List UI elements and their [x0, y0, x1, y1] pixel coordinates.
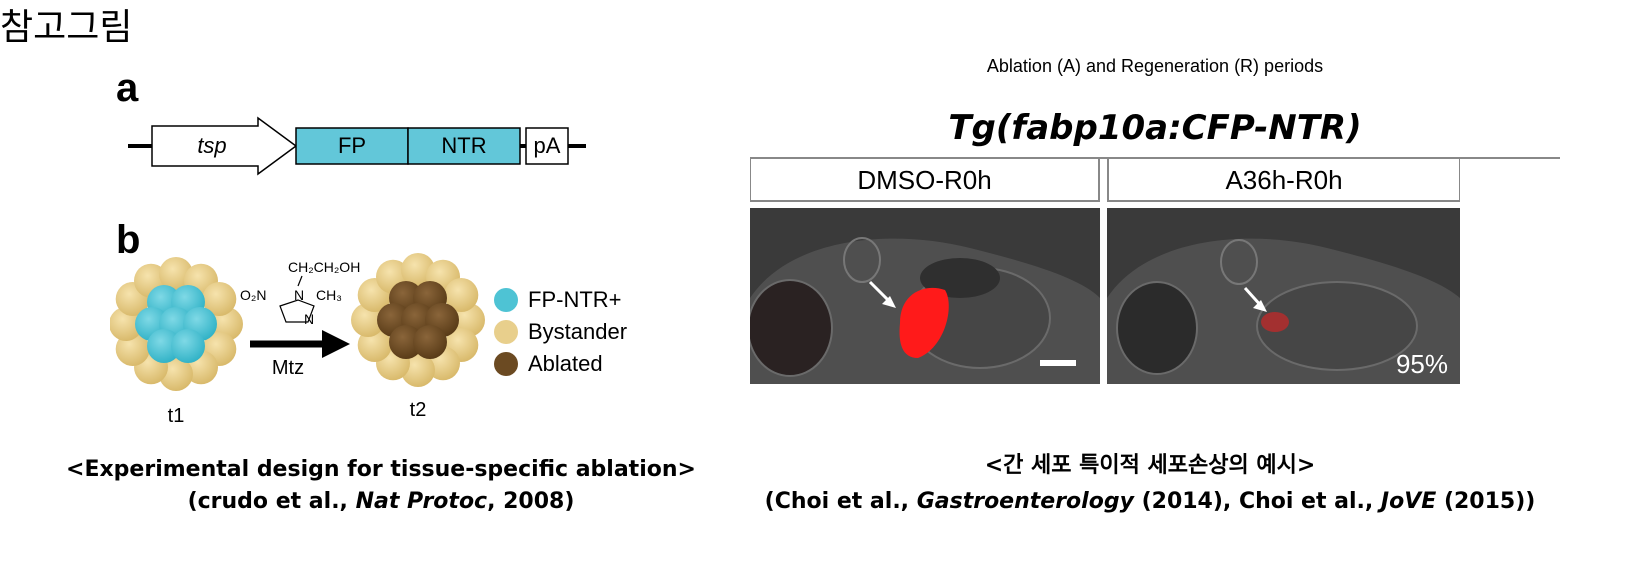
chem-top: CH₂CH₂OH [288, 259, 360, 275]
transgene-title: Tg(fabp10a:CFP-NTR) [948, 108, 1362, 148]
cell-fp-ntr [147, 329, 181, 363]
right-caption-journal1: Gastroenterology [916, 489, 1134, 514]
left-caption-line2: (crudo et al., Nat Protoc, 2008) [0, 486, 762, 518]
pa-label: pA [534, 133, 561, 158]
cell-fp-ntr [171, 329, 205, 363]
col-header-a36h: A36h-R0h [1107, 158, 1460, 202]
left-caption-journal: Nat Protoc [355, 489, 488, 514]
left-caption-line1: <Experimental design for tissue-specific… [66, 457, 696, 482]
promoter-label: tsp [197, 133, 226, 158]
ablation-schematic: CH₂CH₂OH N O₂N CH₃ N Mtz t1 t2 [110, 253, 485, 427]
liver-signal-a36h [1261, 312, 1289, 332]
mtz-arrow-head [322, 330, 350, 358]
chem-bond [297, 275, 303, 287]
right-caption-line1: <간 세포 특이적 세포손상의 예시> [984, 453, 1316, 478]
legend-label-bystander: Bystander [528, 319, 628, 344]
right-caption-journal2: JoVE [1380, 489, 1437, 514]
t1-label: t1 [168, 405, 185, 427]
pa-box [525, 127, 569, 165]
legend-label-fp-ntr: FP-NTR+ [528, 287, 622, 312]
header-rule [750, 157, 1560, 159]
col-header-dmso: DMSO-R0h [750, 158, 1100, 202]
micrograph-dmso [750, 208, 1100, 384]
cluster-t2 [351, 253, 485, 387]
page-title: 참고그림 [0, 7, 133, 48]
left-caption-pre: (crudo et al., [187, 489, 356, 514]
right-caption-line2: (Choi et al., Gastroenterology (2014), C… [740, 486, 1560, 518]
scale-bar [1040, 360, 1076, 366]
promoter-arrow [151, 116, 298, 176]
ntr-label: NTR [441, 133, 486, 158]
cell-bystander [444, 278, 479, 312]
arrow-head-dmso [882, 296, 896, 308]
arrow-head-a36h [1253, 300, 1267, 312]
legend-swatch-bystander [494, 320, 518, 344]
ablation-percent: 95% [1395, 349, 1448, 379]
cluster-t1 [110, 257, 243, 391]
fp-label: FP [338, 133, 366, 158]
panel-b-letter: b [116, 218, 141, 262]
construct-diagram: tsp FP NTR pA [128, 116, 586, 176]
liver-signal-dmso [899, 287, 949, 358]
chem-n-top: N [294, 287, 304, 303]
right-caption-post: (2015)) [1436, 489, 1536, 514]
right-caption-mid: (2014), Choi et al., [1133, 489, 1381, 514]
left-caption-post: , 2008) [487, 489, 575, 514]
chem-n-bottom: N [304, 311, 314, 327]
t2-label: t2 [410, 399, 427, 421]
legend-item: Bystander [494, 316, 627, 348]
mtz-label: Mtz [272, 357, 304, 379]
ntr-box [407, 127, 521, 165]
fp-box [295, 127, 409, 165]
cell-bystander [202, 282, 237, 316]
legend-item: Ablated [494, 348, 627, 380]
chem-left: O₂N [240, 287, 266, 303]
cell-ablated [413, 325, 447, 359]
legend-item: FP-NTR+ [494, 284, 627, 316]
right-caption-pre: (Choi et al., [764, 489, 917, 514]
micrograph-a36h: 95% [1107, 208, 1460, 384]
periods-label: Ablation (A) and Regeneration (R) period… [986, 56, 1324, 76]
larva-a36h [1107, 208, 1460, 384]
cell-ablated [389, 325, 423, 359]
legend-swatch-fp-ntr [494, 288, 518, 312]
larva-dmso [750, 208, 1100, 384]
legend-swatch-ablated [494, 352, 518, 376]
chem-right: CH₃ [316, 287, 342, 303]
chem-ring [279, 299, 315, 323]
legend-label-ablated: Ablated [528, 351, 603, 376]
panel-a-letter: a [116, 66, 139, 110]
legend: FP-NTR+ Bystander Ablated [494, 284, 627, 380]
